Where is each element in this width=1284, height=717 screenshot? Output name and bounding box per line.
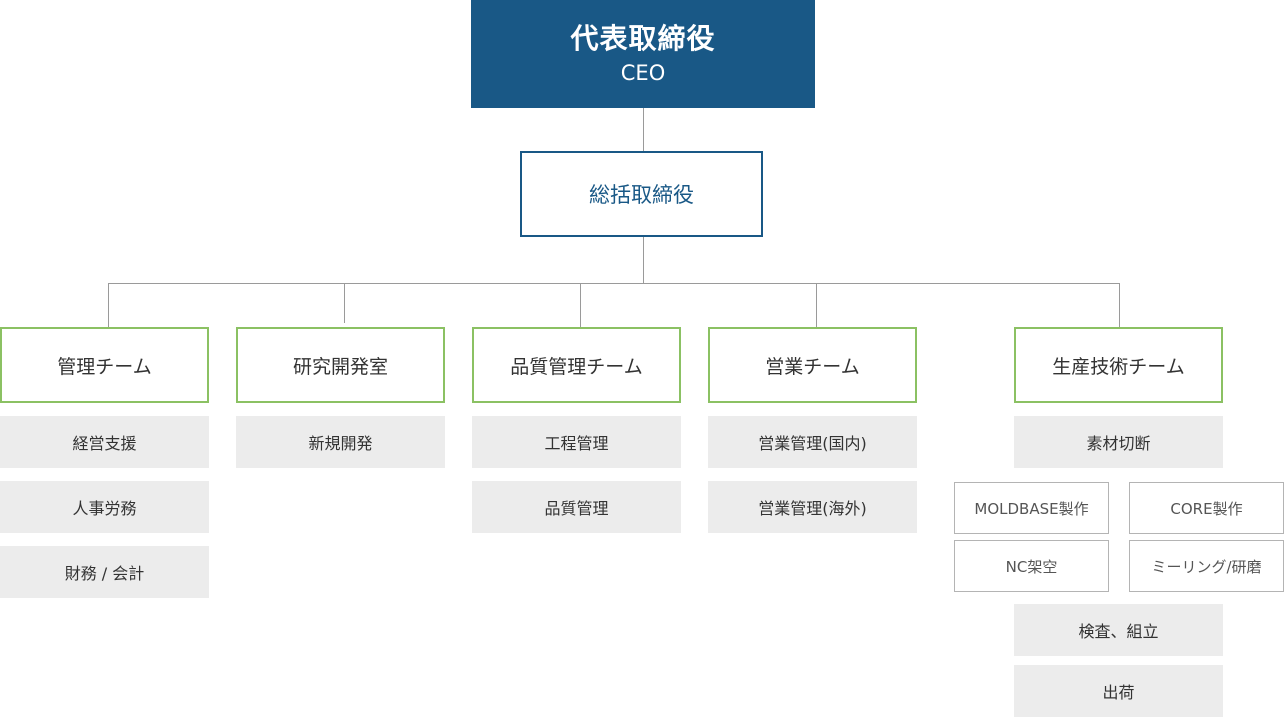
unit-box: 工程管理 <box>472 416 681 468</box>
unit-box: 出荷 <box>1014 665 1223 717</box>
unit-box: 営業管理(海外) <box>708 481 917 533</box>
connector-team-1 <box>108 283 109 327</box>
process-box: ミーリング/研磨 <box>1129 540 1284 592</box>
process-label: ミーリング/研磨 <box>1151 557 1262 576</box>
unit-box: 素材切断 <box>1014 416 1223 468</box>
team-admin-label: 管理チーム <box>57 355 152 378</box>
unit-label: 営業管理(国内) <box>758 434 867 453</box>
connector-team-3 <box>580 283 581 327</box>
process-box: NC架空 <box>954 540 1109 592</box>
unit-label: 営業管理(海外) <box>758 499 867 518</box>
connector-team-2 <box>344 283 345 323</box>
unit-box: 人事労務 <box>0 481 209 533</box>
team-rnd-box: 研究開発室 <box>236 327 445 403</box>
unit-box: 新規開発 <box>236 416 445 468</box>
team-quality-label: 品質管理チーム <box>510 355 643 378</box>
unit-box: 経営支援 <box>0 416 209 468</box>
unit-label: 経営支援 <box>72 434 137 453</box>
unit-label: 新規開発 <box>308 434 373 453</box>
process-box: CORE製作 <box>1129 482 1284 534</box>
team-production-box: 生産技術チーム <box>1014 327 1223 403</box>
team-sales-label: 営業チーム <box>765 355 860 378</box>
unit-label: 出荷 <box>1102 683 1135 702</box>
process-label: NC架空 <box>1005 557 1058 576</box>
process-label: CORE製作 <box>1170 499 1243 518</box>
unit-label: 品質管理 <box>544 499 609 518</box>
ceo-title-jp: 代表取締役 <box>570 22 716 55</box>
process-box: MOLDBASE製作 <box>954 482 1109 534</box>
general-manager-label: 総括取締役 <box>589 183 694 207</box>
general-manager-box: 総括取締役 <box>520 151 763 237</box>
connector-ceo-gm <box>643 108 644 151</box>
unit-box: 営業管理(国内) <box>708 416 917 468</box>
team-rnd-label: 研究開発室 <box>292 355 388 378</box>
unit-label: 検査、組立 <box>1078 622 1159 641</box>
unit-label: 工程管理 <box>544 434 609 453</box>
connector-gm-bus <box>643 237 644 283</box>
connector-team-bus <box>108 283 1120 284</box>
unit-label: 財務 / 会計 <box>64 564 145 583</box>
team-sales-box: 営業チーム <box>708 327 917 403</box>
unit-box: 検査、組立 <box>1014 604 1223 656</box>
unit-box: 品質管理 <box>472 481 681 533</box>
unit-box: 財務 / 会計 <box>0 546 209 598</box>
team-quality-box: 品質管理チーム <box>472 327 681 403</box>
ceo-box: 代表取締役 CEO <box>471 0 815 108</box>
connector-team-4 <box>816 283 817 327</box>
team-admin-box: 管理チーム <box>0 327 209 403</box>
process-label: MOLDBASE製作 <box>974 499 1089 518</box>
unit-label: 人事労務 <box>72 499 137 518</box>
unit-label: 素材切断 <box>1086 434 1151 453</box>
connector-team-5 <box>1119 283 1120 327</box>
team-production-label: 生産技術チーム <box>1052 355 1185 378</box>
ceo-title-en: CEO <box>620 61 666 85</box>
